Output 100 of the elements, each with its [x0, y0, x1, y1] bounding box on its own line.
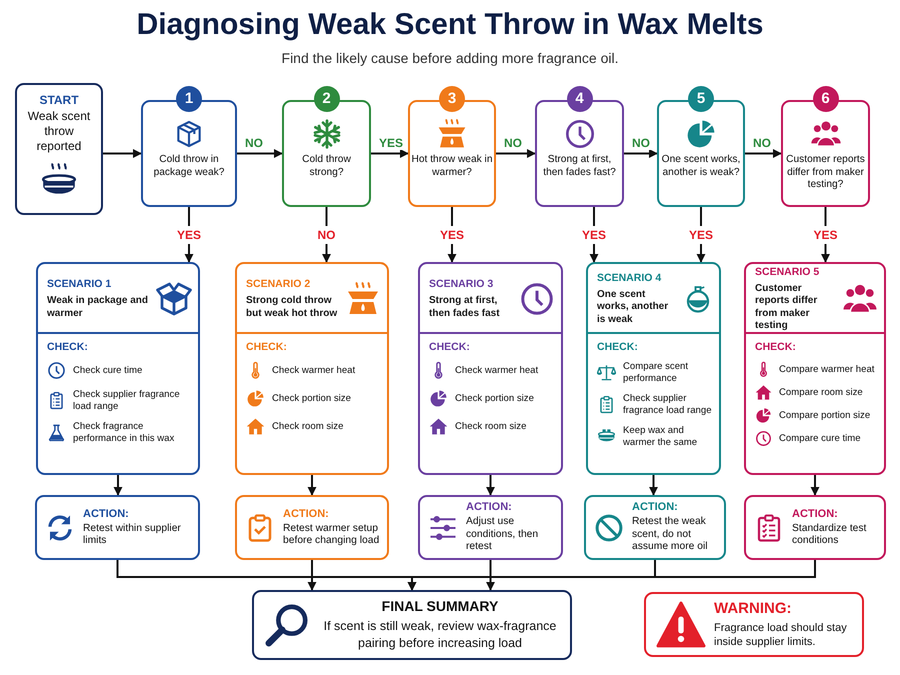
check-item: Check warmer heat [272, 364, 356, 376]
edge-label: NO [243, 136, 265, 150]
summary-box [252, 590, 572, 660]
summary-text: If scent is still weak, review wax-fragrance pairing before increasing load [322, 618, 558, 652]
check-heading: CHECK: [755, 341, 797, 353]
scenario-title: Strong cold throw but weak hot throw [246, 295, 338, 320]
action-box [235, 495, 389, 560]
summary-heading: FINAL SUMMARY [380, 598, 500, 614]
scenario-card [586, 262, 721, 475]
step-number: 2 [314, 86, 340, 112]
question-text: Cold throw in package weak? [152, 154, 226, 179]
action-text: Retest warmer setup before changing load [283, 522, 380, 548]
check-heading: CHECK: [47, 341, 89, 353]
edge-label: NO [316, 226, 338, 244]
diagram-title: Diagnosing Weak Scent Throw in Wax Melts [136, 8, 764, 42]
check-item: Check portion size [272, 392, 351, 404]
edge-label: YES [175, 226, 203, 244]
check-item: Check supplier fragrance load range [73, 389, 181, 412]
action-text: Retest within supplier limits [83, 522, 182, 548]
warning-text: Fragrance load should stay inside supplier limits. [714, 621, 848, 649]
scenario-card [36, 262, 200, 475]
check-heading: CHECK: [429, 341, 471, 353]
question-text: Cold throw strong? [301, 154, 352, 179]
question-text: One scent works, another is weak? [660, 154, 742, 179]
check-item: Check cure time [73, 364, 142, 376]
scenario-card [744, 262, 886, 475]
check-item: Compare cure time [779, 432, 861, 444]
check-heading: CHECK: [597, 341, 639, 353]
check-item: Check fragrance performance in this wax [73, 421, 176, 444]
check-item: Check warmer heat [455, 364, 538, 376]
scenario-title: Weak in package and warmer [47, 295, 149, 320]
action-heading: ACTION: [283, 508, 330, 520]
scenario-title: Strong at first, then fades fast [429, 295, 501, 320]
action-box [35, 495, 200, 560]
arrow [486, 475, 495, 496]
check-item: Compare warmer heat [779, 364, 874, 376]
action-text: Standardize test conditions [792, 522, 868, 548]
arrow [308, 475, 316, 496]
start-box [15, 83, 103, 215]
check-heading: CHECK: [246, 341, 288, 353]
edge-label: YES [812, 226, 840, 244]
arrow [322, 207, 331, 263]
check-item: Check portion size [455, 392, 534, 404]
action-heading: ACTION: [792, 508, 839, 520]
action-heading: ACTION: [83, 508, 130, 520]
warning-box [644, 592, 864, 657]
edge-label: YES [580, 226, 608, 244]
check-item: Compare scent performance [623, 361, 690, 384]
action-heading: ACTION: [466, 501, 513, 514]
edge-label: YES [687, 226, 715, 244]
edge-label: NO [502, 136, 524, 150]
arrow [371, 149, 409, 158]
check-item: Check supplier fragrance load range [623, 393, 713, 416]
action-box [584, 495, 726, 560]
scenario-title: Customer reports differ from maker testing [755, 282, 818, 332]
scenario-title: One scent works, another is weak [597, 288, 670, 326]
check-item: Compare portion size [779, 410, 870, 422]
arrow [103, 149, 142, 158]
arrow [308, 560, 316, 591]
action-text: Adjust use conditions, then retest [466, 516, 540, 554]
edge-label: YES [377, 136, 406, 150]
question-text: Customer reports differ from maker testing? [785, 154, 866, 192]
step-number: 3 [439, 86, 465, 112]
arrow [408, 560, 816, 591]
action-box [418, 495, 563, 560]
action-heading: ACTION: [632, 501, 679, 514]
check-item: Keep wax and warmer the same [623, 425, 698, 448]
action-text: Retest the weak scent, do not assume more oil [632, 516, 709, 554]
step-number: 6 [812, 86, 838, 112]
action-box [744, 495, 886, 560]
step-number: 5 [688, 86, 714, 112]
arrow [624, 149, 658, 158]
scenario-label: SCENARIO 2 [246, 278, 312, 290]
step-number: 4 [566, 86, 592, 112]
scenario-label: SCENARIO 1 [47, 278, 112, 290]
check-item: Compare room size [779, 386, 863, 398]
arrow [745, 149, 782, 158]
check-item: Check room size [272, 420, 344, 432]
scenario-label: SCENARIO 5 [755, 266, 820, 278]
arrow [496, 149, 536, 158]
arrow [114, 475, 122, 496]
scenario-label: SCENARIO 3 [429, 278, 494, 290]
subtitle: Find the likely cause before adding more fragrance oil. [280, 50, 620, 66]
question-text: Hot throw weak in warmer? [411, 154, 493, 179]
scenario-card [418, 262, 563, 475]
start-text: Weak scent throw reported [26, 109, 92, 154]
edge-label: NO [630, 136, 652, 150]
check-item: Check room size [455, 420, 526, 432]
scenario-label: SCENARIO 4 [597, 272, 662, 284]
scenario-card [235, 262, 389, 475]
arrow [810, 475, 820, 496]
edge-label: NO [751, 136, 773, 150]
arrow [486, 560, 495, 591]
start-label: START [38, 93, 80, 107]
warning-heading: WARNING: [714, 600, 792, 617]
arrow [649, 475, 658, 496]
question-text: Strong at first, then fades fast? [542, 154, 617, 179]
step-number: 1 [176, 86, 202, 112]
arrow [237, 149, 283, 158]
edge-label: YES [438, 226, 466, 244]
